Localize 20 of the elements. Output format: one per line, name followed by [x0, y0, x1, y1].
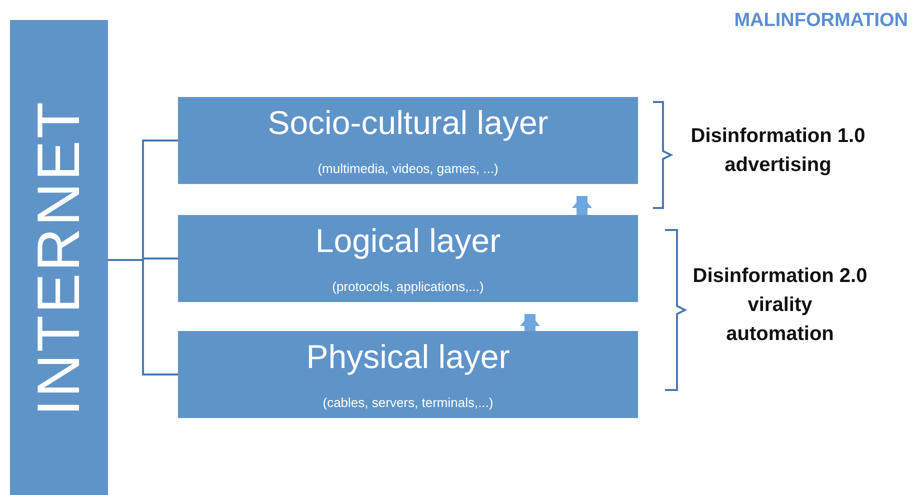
layer-box — [178, 331, 638, 418]
block-arrow — [520, 314, 540, 331]
vertical-bar — [10, 20, 108, 495]
layer-description: (cables, servers, terminals,...) — [322, 394, 494, 412]
layer-title: Socio-cultural layer — [268, 103, 548, 143]
layer-description: (protocols, applications,...) — [332, 278, 484, 296]
block-arrow — [572, 196, 592, 215]
annotation-text: virality — [748, 293, 812, 318]
layer-title: Logical layer — [315, 221, 501, 261]
layer-title: Physical layer — [306, 337, 510, 377]
layer-description: (multimedia, videos, games, ...) — [318, 160, 498, 178]
annotation-text: automation — [726, 322, 834, 347]
layer-box — [178, 97, 638, 184]
annotation-text: advertising — [724, 153, 832, 178]
connector-line — [108, 259, 178, 376]
annotation-text: Disinformation 2.0 — [692, 264, 868, 289]
layer-box — [178, 215, 638, 302]
heading: MALINFORMATION — [734, 10, 908, 32]
vertical-label: INTERNET — [29, 100, 89, 416]
annotation-text: Disinformation 1.0 — [690, 124, 866, 149]
